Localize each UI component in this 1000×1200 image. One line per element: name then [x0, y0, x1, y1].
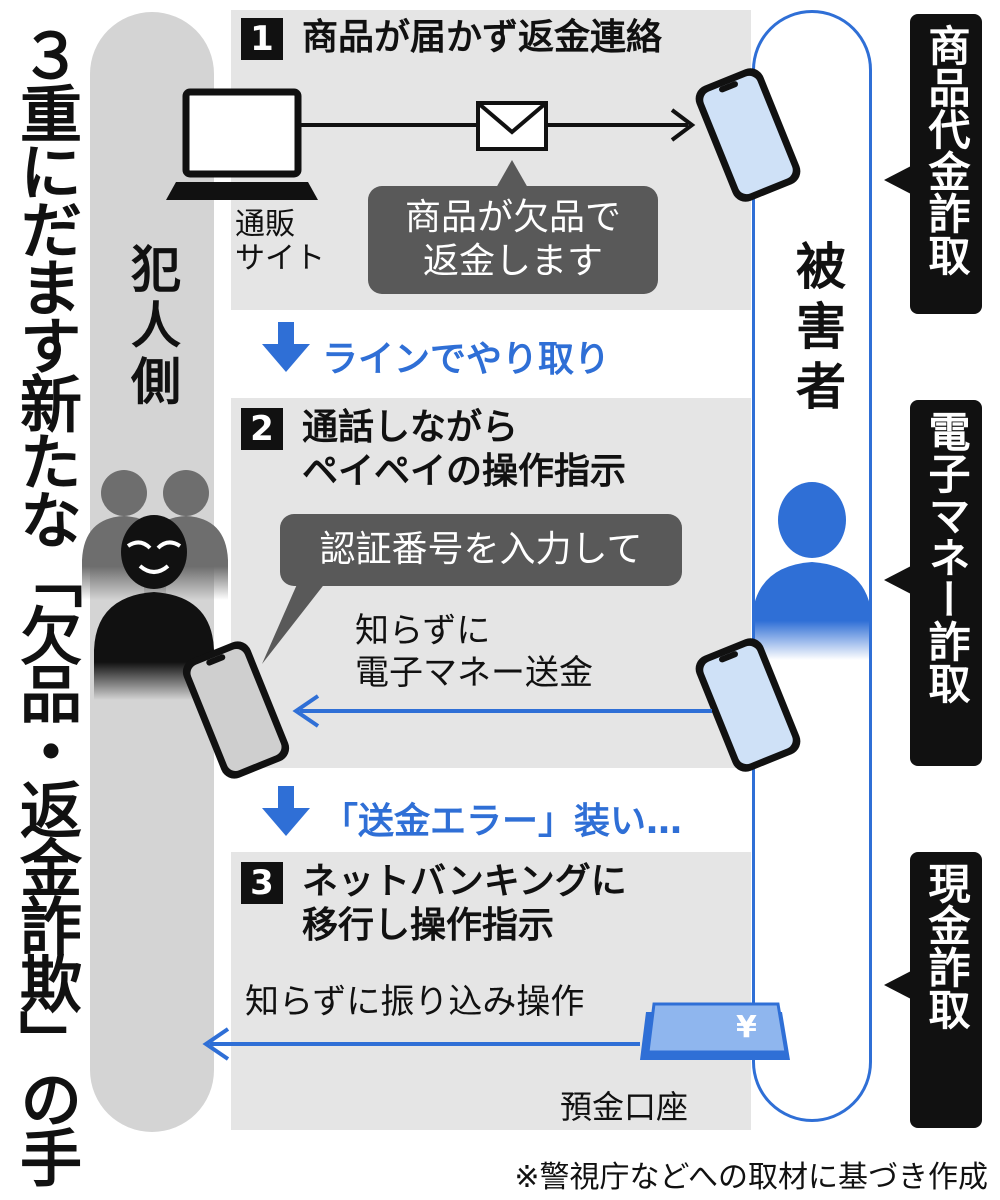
message-bubble: 商品が欠品で 返金します — [368, 186, 658, 294]
down-arrow-icon — [262, 786, 310, 836]
phone-icon — [695, 68, 801, 202]
arrow-head — [202, 1027, 230, 1061]
step-3-panel — [231, 852, 751, 1130]
step-3-title: ネットバンキングに 移行し操作指示 — [302, 861, 627, 946]
fraud-type-tab: 商品代金詐取 — [910, 14, 982, 314]
step-number-badge: 2 — [241, 408, 283, 450]
fraud-type-tab: 電子マネー詐取 — [910, 400, 982, 766]
page-title: ３重にだます新たな「欠品・返金詐欺」の手口 — [0, 24, 82, 1184]
victim-person-icon — [752, 482, 872, 660]
step-1-title: 商品が届かず返金連絡 — [302, 17, 663, 58]
step-number-badge: 1 — [241, 18, 283, 60]
bubble-tail — [496, 160, 528, 188]
bank-transfer-action-label: 知らずに振り込み操作 — [245, 982, 585, 1022]
phone-icon — [695, 638, 801, 772]
e-money-action-label: 知らずに 電子マネー送金 — [355, 611, 593, 693]
bank-account-label: 預金口座 — [560, 1088, 689, 1126]
step-2-title: 通話しながら ペイペイの操作指示 — [302, 407, 627, 492]
instruction-bubble: 認証番号を入力して — [280, 514, 682, 586]
tab-pointer — [884, 166, 911, 194]
fraud-type-tab: 現金詐取 — [910, 852, 982, 1128]
shop-site-label: 通販 サイト — [235, 207, 325, 276]
transition-label: ラインでやり取り — [322, 339, 611, 380]
step-number-badge: 3 — [241, 862, 283, 904]
transition-label: 「送金エラー」装い… — [322, 801, 683, 842]
source-note: ※警視庁などへの取材に基づき作成 — [514, 1160, 988, 1195]
victim-label: 被害者 — [788, 240, 846, 420]
tab-pointer — [884, 971, 911, 999]
envelope-icon — [476, 101, 548, 151]
phone-icon — [182, 641, 290, 779]
down-arrow-icon — [262, 322, 310, 372]
criminal-side-label: 犯人側 — [123, 243, 181, 411]
bankbook-icon — [640, 1002, 790, 1060]
arrow-head — [670, 108, 696, 142]
arrow-head — [292, 694, 320, 728]
yen-icon: ¥ — [736, 1010, 757, 1045]
tab-pointer — [884, 566, 911, 594]
laptop-icon — [166, 88, 318, 200]
bubble-tail — [262, 582, 326, 664]
